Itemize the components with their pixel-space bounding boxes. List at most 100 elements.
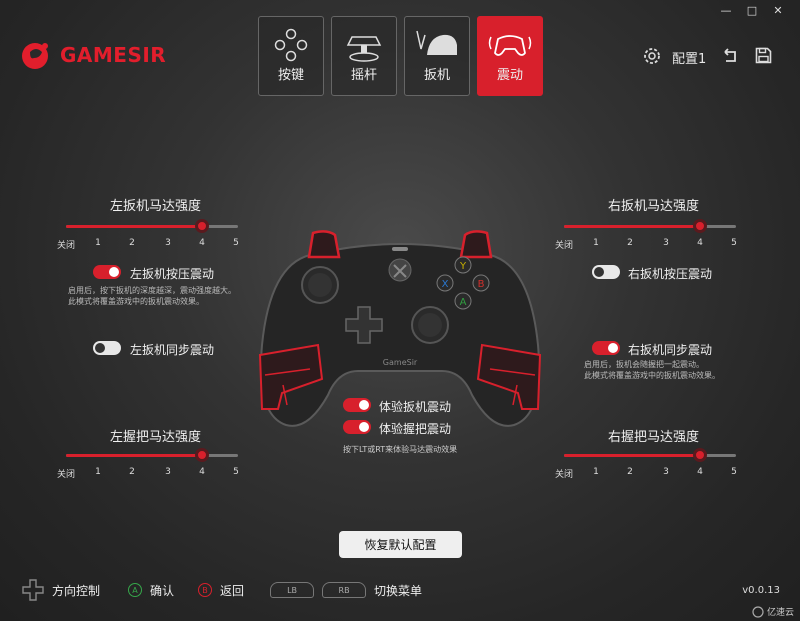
save-icon[interactable] [755,47,772,64]
trigger-icon [416,30,457,55]
controller-brand: GameSir [383,358,418,367]
close-button[interactable]: ✕ [773,4,783,17]
slider-tick-label: 2 [129,467,135,477]
dpad-icon [274,28,308,62]
toggle-knob [594,267,604,277]
toggle-knob [95,343,105,353]
slider-tick-label: 关闭 [56,470,76,480]
tab-label: 摇杆 [350,68,377,83]
slider-tick-label: 关闭 [554,241,574,251]
watermark-text: 亿速云 [766,608,794,618]
face-button-x: X [442,279,449,290]
right-grip-motor-slider[interactable] [564,448,736,462]
tab-label: 按键 [277,68,304,83]
toggle-knob [359,422,369,432]
maximize-button[interactable]: □ [746,4,758,17]
right-trigger-motor-title: 右扳机马达强度 [608,199,700,214]
watermark: 亿速云 [752,605,794,618]
slider-thumb[interactable] [195,219,209,233]
left-press-vibration-label: 左扳机按压震动 [130,267,215,281]
dpad-hint-label: 方向控制 [52,583,101,598]
slider-tick-label: 1 [593,238,599,248]
tab-joystick[interactable]: 摇杆 [331,16,397,96]
footer-hints: 方向控制 A 确认 B 返回 LB RB 切换菜单 [22,579,422,601]
slider-tick-label: 4 [199,467,205,477]
rb-button-icon: RB [322,582,367,598]
switch-menu-hint-label: 切换菜单 [374,583,423,598]
lb-button-icon: LB [270,582,315,598]
gear-icon[interactable] [641,45,663,67]
test-vibration-hint: 按下LT或RT来体验马达震动效果 [343,445,458,454]
undo-icon[interactable] [722,48,738,64]
slider-tick-label: 5 [233,238,239,248]
confirm-hint-label: 确认 [150,583,175,598]
b-button-icon: B [198,583,213,597]
right-grip-motor-title: 右握把马达强度 [608,430,700,445]
right-press-vibration-toggle[interactable] [592,265,620,279]
slider-tick-label: 3 [663,238,669,248]
toggle-knob [109,267,119,277]
slider-tick-label: 2 [627,467,633,477]
slider-fill [564,454,700,457]
watermark-logo-icon [752,605,764,618]
slider-tick-label: 3 [663,467,669,477]
face-button-b: B [478,279,485,290]
slider-tick-label: 1 [95,467,101,477]
back-hint-label: 返回 [220,583,245,598]
slider-fill [564,225,700,228]
slider-tick-label: 2 [627,238,633,248]
joystick-icon [346,36,382,62]
test-grip-vibration-toggle[interactable] [343,420,371,434]
right-sync-vibration-toggle[interactable] [592,341,620,355]
a-button-icon: A [128,583,143,597]
right-sync-vibration-label: 右扳机同步震动 [628,343,713,357]
vibration-icon [488,35,532,56]
slider-fill [66,454,202,457]
minimize-button[interactable]: — [720,4,732,17]
slider-tick-label: 4 [697,467,703,477]
test-trigger-vibration-label: 体验扳机震动 [379,400,452,414]
toggle-knob [359,400,369,410]
right-grip-motor-ticks: 关闭 1 2 3 4 5 [555,467,737,480]
left-press-vibration-toggle[interactable] [93,265,121,279]
brand-name: GAMESIR [60,43,167,67]
brand-logo: GAMESIR [20,38,166,72]
tab-vibration[interactable]: 震动 [477,16,543,96]
version-label: v0.0.13 [742,585,780,596]
left-trigger-motor-slider[interactable] [66,219,238,233]
slider-tick-label: 1 [593,467,599,477]
slider-tick-label: 3 [165,238,171,248]
left-press-vibration-desc-1: 启用后，按下扳机的深度越深，震动强度越大。 [68,286,236,295]
config-name[interactable]: 配置1 [672,52,707,67]
slider-fill [66,225,202,228]
tab-label: 扳机 [423,68,450,83]
dpad-icon [22,579,44,601]
tab-label: 震动 [496,68,523,83]
left-grip-motor-title: 左握把马达强度 [110,430,202,445]
face-button-y: Y [459,261,467,272]
tab-trigger[interactable]: 扳机 [404,16,470,96]
right-sync-vibration-desc-2: 此模式将覆盖游戏中的扳机震动效果。 [584,371,720,380]
right-sync-vibration-desc-1: 启用后，扳机会随握把一起震动。 [584,360,704,369]
slider-thumb[interactable] [693,219,707,233]
gamesir-logo-icon [22,43,48,69]
left-trigger-motor-title: 左扳机马达强度 [110,199,202,214]
slider-tick-label: 5 [731,467,737,477]
right-trigger-motor-slider[interactable] [564,219,736,233]
test-grip-vibration-label: 体验握把震动 [379,422,452,436]
left-sync-vibration-toggle[interactable] [93,341,121,355]
slider-thumb[interactable] [195,448,209,462]
right-press-vibration-label: 右扳机按压震动 [628,267,713,281]
slider-tick-label: 4 [199,238,205,248]
left-grip-motor-slider[interactable] [66,448,238,462]
toggle-knob [608,343,618,353]
test-trigger-vibration-toggle[interactable] [343,398,371,412]
slider-tick-label: 关闭 [554,470,574,480]
reset-default-button[interactable]: 恢复默认配置 [339,531,462,558]
slider-tick-label: 3 [165,467,171,477]
tab-buttons[interactable]: 按键 [258,16,324,96]
slider-thumb[interactable] [693,448,707,462]
